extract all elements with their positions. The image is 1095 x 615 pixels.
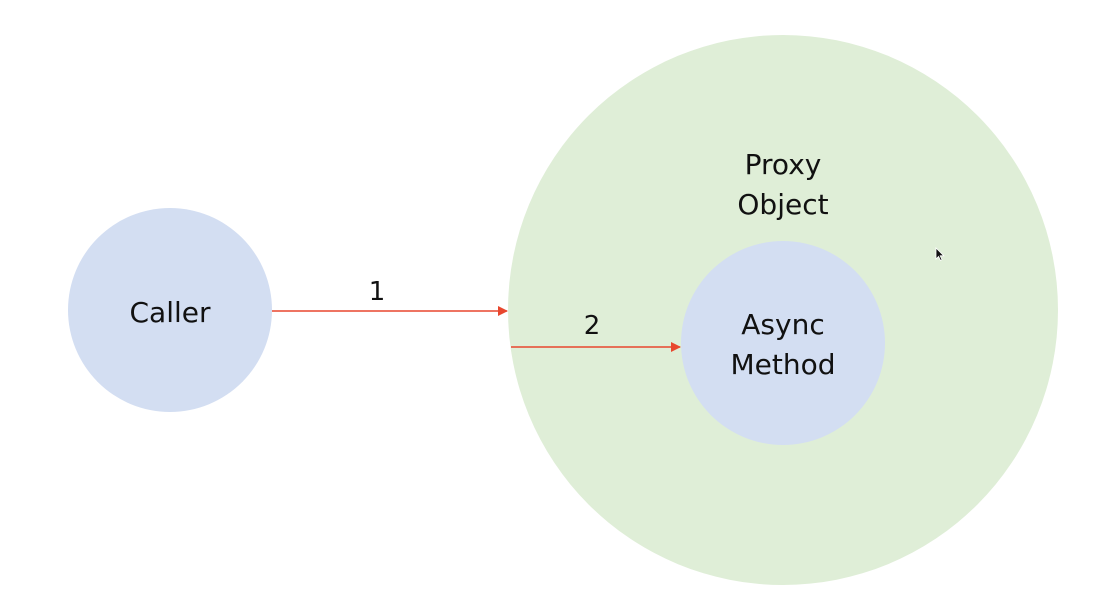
edge-label-1: 1 — [369, 277, 386, 307]
proxy-object-label-line1: Proxy — [745, 148, 822, 181]
async-method-label-line1: Async — [741, 308, 824, 341]
edge-label-2: 2 — [584, 311, 601, 341]
async-method-label-line2: Method — [730, 348, 835, 381]
caller-node — [68, 208, 272, 412]
proxy-object-label-line2: Object — [737, 188, 828, 221]
async-method-node — [681, 241, 885, 445]
mouse-pointer-icon — [935, 247, 945, 261]
caller-label: Caller — [129, 296, 210, 329]
